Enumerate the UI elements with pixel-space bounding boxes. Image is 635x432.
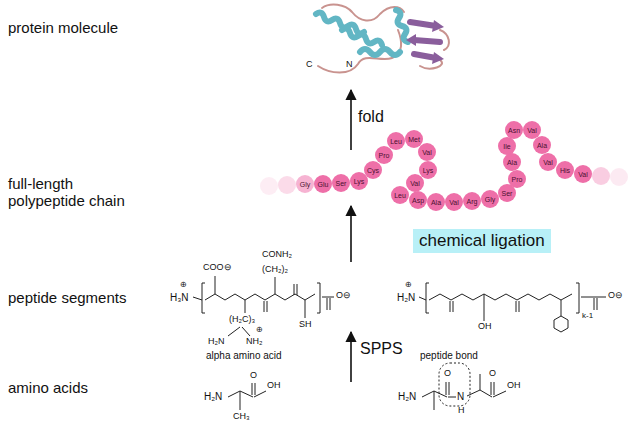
residue-bead: Arg — [463, 192, 481, 210]
residue-name: Val — [578, 171, 588, 178]
residue-name: Val — [410, 180, 420, 187]
residue-name: Ala — [431, 199, 441, 206]
terminus-label: N — [346, 60, 353, 70]
atom-label: CONH₂ — [262, 250, 292, 260]
atom-label: k-1 — [582, 312, 593, 321]
level-label: peptide segments — [8, 290, 126, 307]
residue-name: Asp — [412, 197, 424, 204]
process-box: chemical ligation — [413, 229, 551, 253]
atom-label: O — [250, 371, 257, 381]
step-label: chemical ligation — [419, 231, 545, 251]
residue-bead: Val — [539, 153, 557, 171]
residue-name: Lys — [423, 167, 434, 174]
atom-label: O⊖ — [608, 291, 623, 301]
residue-name: Ser — [502, 190, 513, 197]
residue-bead: Ala — [427, 193, 445, 211]
atom-label: O⊖ — [336, 291, 351, 301]
residue-name: Leu — [390, 138, 402, 145]
residue-bead: Leu — [387, 132, 405, 150]
residue-name: Ala — [507, 159, 517, 166]
residue-name: Pro — [379, 152, 390, 159]
residue-bead: Cys — [364, 161, 382, 179]
residue-bead: Ser — [332, 174, 350, 192]
atom-label: CH₃ — [233, 412, 250, 422]
structure-title: peptide bond — [420, 350, 478, 361]
residue-name: Asn — [508, 127, 520, 134]
residue-bead: Pro — [508, 170, 526, 188]
atom-label: H₂N — [204, 391, 222, 402]
atom-label: N — [457, 391, 464, 402]
atom-label: H₂N — [398, 391, 416, 402]
structure-lines — [422, 363, 506, 410]
atom-label: H₂N — [208, 337, 225, 347]
residue-name: Ile — [503, 143, 510, 150]
atom-label: O — [444, 369, 451, 379]
residue-name: Pro — [512, 176, 523, 183]
atom-label: (H₂C)₃ — [229, 315, 255, 325]
residue-bead: Ala — [533, 136, 551, 154]
residue-bead: His — [556, 161, 574, 179]
protein-ribbon — [316, 5, 449, 73]
atom-label: (CH₂)₂ — [262, 265, 288, 275]
terminus-label: C — [306, 60, 313, 70]
residue-name: Gly — [300, 181, 311, 188]
step-label: SPPS — [360, 340, 403, 358]
residue-name: Ser — [336, 180, 347, 187]
level-label: full-length polypeptide chain — [8, 176, 148, 209]
atom-label: H₃N — [170, 292, 189, 303]
residue-bead: Asp — [409, 191, 427, 209]
residue-name: Ala — [537, 142, 547, 149]
residue-bead: Asn — [505, 121, 523, 139]
residue-name: Arg — [467, 198, 478, 205]
residue-bead: Val — [445, 193, 463, 211]
residue-bead: Ile — [498, 137, 516, 155]
structure-title: alpha amino acid — [206, 350, 282, 361]
atom-label: OH — [267, 381, 281, 391]
residue-bead: Glu — [314, 175, 332, 193]
level-label: amino acids — [8, 380, 88, 397]
residue-name: Lys — [354, 178, 365, 185]
residue-name: Val — [449, 199, 459, 206]
atom-label: H — [458, 406, 465, 416]
residue-name: Val — [543, 159, 553, 166]
atom-label: ⊕ — [180, 281, 187, 290]
stage-arrow — [350, 90, 352, 382]
residue-name: Met — [408, 136, 420, 143]
structure-lines — [228, 383, 266, 410]
residue-bead: Pro — [375, 146, 393, 164]
residue-name: Cys — [367, 167, 379, 174]
residue-bead: Val — [418, 143, 436, 161]
atom-label: NH₂ — [246, 337, 263, 347]
atom-label: OH — [507, 381, 521, 391]
residue-name: Val — [422, 149, 432, 156]
level-label: protein molecule — [8, 20, 118, 37]
atom-label: OH — [478, 322, 492, 332]
atom-label: O — [489, 369, 496, 379]
residue-name: Leu — [394, 192, 406, 199]
residue-name: Val — [527, 127, 537, 134]
residue-bead: Ala — [503, 153, 521, 171]
atom-label: COO⊖ — [203, 263, 232, 273]
atom-label: ⊕ — [405, 281, 412, 290]
residue-bead: Gly — [296, 175, 314, 193]
residue-name: His — [560, 167, 570, 174]
atom-label: ⊕ — [256, 326, 263, 335]
residue-bead: Gly — [481, 190, 499, 208]
residue-name: Glu — [318, 181, 329, 188]
step-label: fold — [358, 108, 384, 126]
residue-bead: Leu — [391, 186, 409, 204]
residue-name: Gly — [485, 196, 496, 203]
structure-lines — [419, 283, 606, 332]
residue-bead: Val — [574, 165, 592, 183]
atom-label: H₂N — [397, 292, 415, 303]
residue-bead: Val — [406, 174, 424, 192]
atom-label: SH — [299, 320, 312, 330]
structure-lines — [193, 276, 334, 336]
